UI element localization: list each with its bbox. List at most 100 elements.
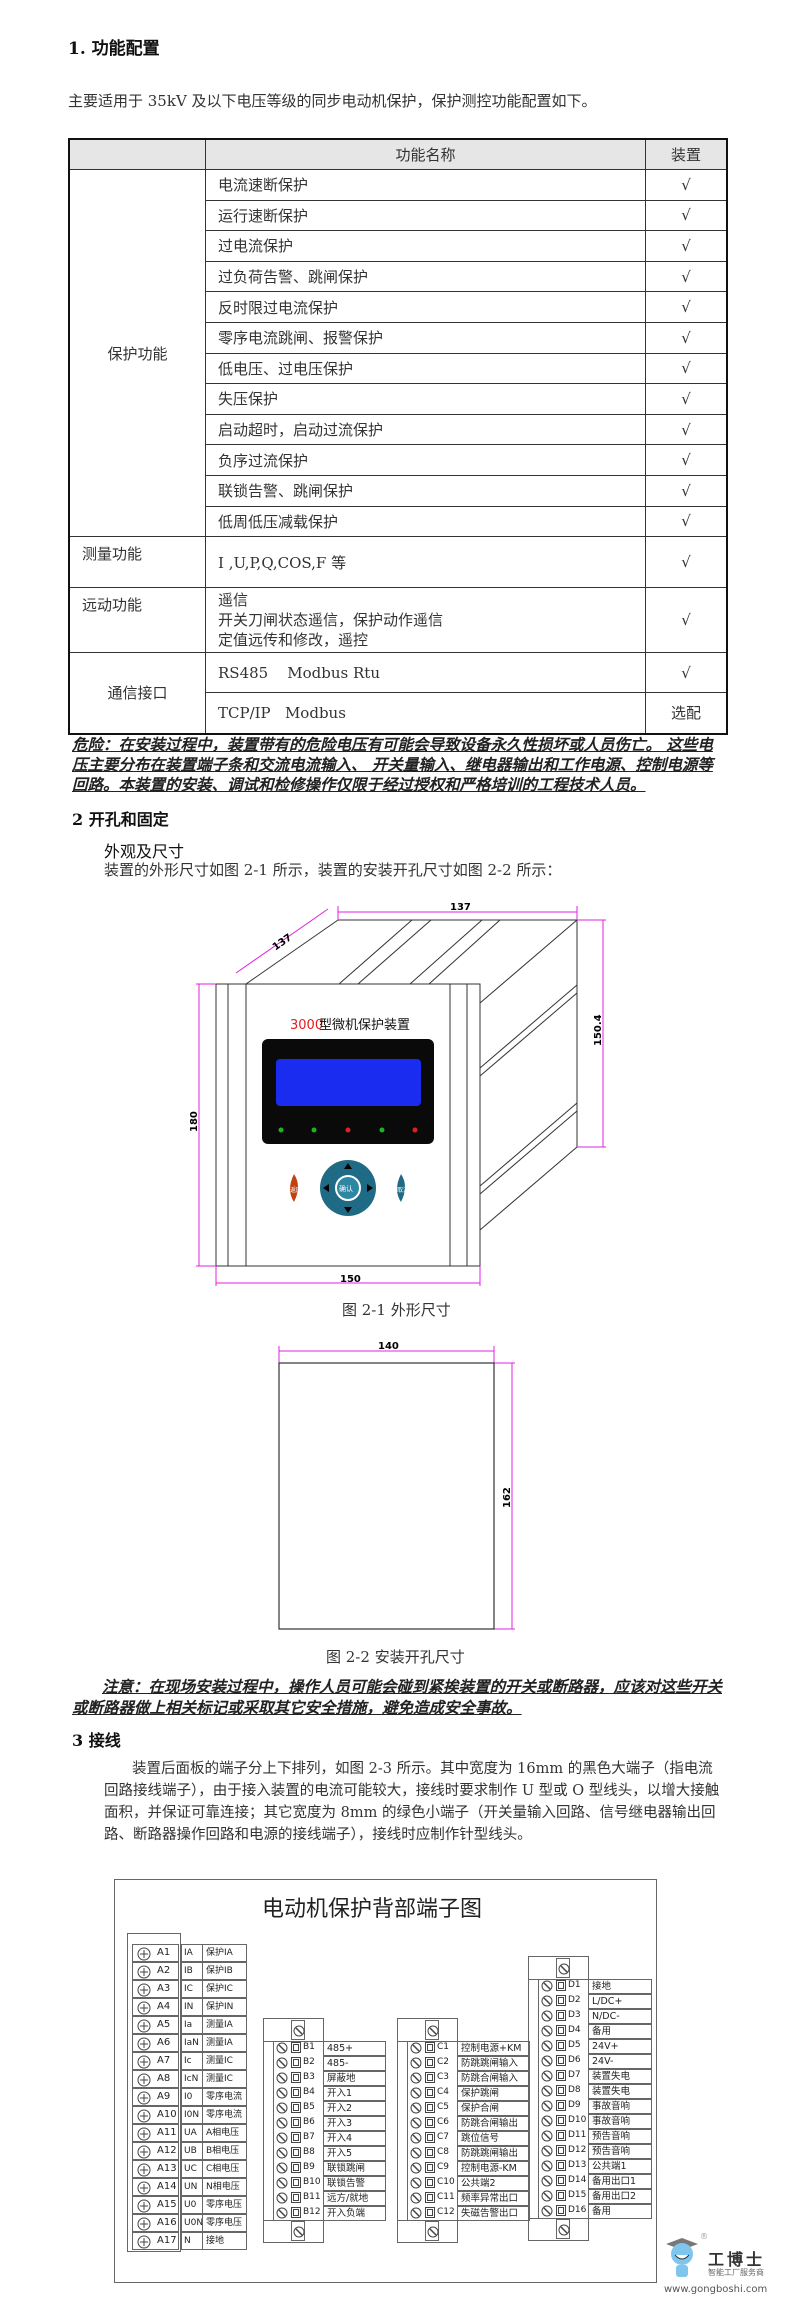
- table-row: 通信接口 RS485 Modbus Rtu √: [68, 652, 728, 735]
- check-mark: √: [645, 505, 728, 538]
- terminal-block-icon: [556, 2145, 566, 2159]
- dim-left: 180: [189, 1111, 200, 1132]
- terminal-d-description: 预告音响: [588, 2144, 652, 2159]
- terminal-a-row: A10: [132, 2106, 179, 2124]
- terminal-signal: N: [184, 2236, 191, 2246]
- terminal-id: B4: [303, 2087, 315, 2097]
- terminal-block-icon: [291, 2177, 301, 2191]
- function-name: 反时限过电流保护: [205, 291, 646, 323]
- check-mark: √: [645, 352, 728, 385]
- dimension-text: 装置的外形尺寸如图 2-1 所示，装置的安装开孔尺寸如图 2-2 所示：: [104, 861, 562, 879]
- screw-icon: [137, 2109, 151, 2126]
- optional-mark: 选配: [645, 692, 728, 735]
- screw-icon: [541, 2145, 553, 2160]
- terminal-a-signal: IN: [181, 1998, 203, 2016]
- terminal-description: 零序电压: [206, 2200, 243, 2210]
- dim-cutout-height: 162: [502, 1487, 513, 1508]
- terminal-id: D2: [568, 1995, 581, 2005]
- screw-icon: [276, 2072, 288, 2087]
- function-config-table: 功能名称 装置 保护功能电流速断保护√运行速断保护√过电流保护√过负荷告警、跳闸…: [68, 138, 728, 735]
- terminal-a-row: A16: [132, 2214, 179, 2232]
- screw-icon: [410, 2192, 422, 2207]
- back-button: [290, 1174, 298, 1202]
- terminal-block-icon: [291, 2192, 301, 2206]
- device-outline-drawing: [215, 919, 578, 1267]
- terminal-signal: I0N: [184, 2110, 200, 2120]
- terminal-description: 接地: [206, 2236, 225, 2246]
- terminal-b-description: 远方/就地: [323, 2191, 386, 2206]
- table-header-row: 功能名称 装置: [68, 138, 728, 170]
- bottom-screw: [291, 2221, 305, 2241]
- remote-line: 定值远传和修改，遥控: [218, 631, 369, 650]
- terminal-id: D11: [568, 2130, 587, 2140]
- terminal-description: 保护IC: [206, 1984, 233, 1994]
- function-name: 低电压、过电压保护: [205, 352, 646, 385]
- table-row: 负序过流保护√: [69, 444, 728, 476]
- terminal-id: D6: [568, 2055, 581, 2065]
- terminal-a-row: A14: [132, 2178, 179, 2196]
- remote-line: 遥信: [218, 591, 249, 610]
- terminal-id: A15: [157, 2199, 177, 2210]
- terminal-id: B12: [303, 2207, 321, 2217]
- terminal-b-row: B7: [263, 2131, 324, 2146]
- terminal-description: 防跳合闸输出: [461, 2118, 519, 2129]
- terminal-description: 联锁跳闸: [327, 2163, 366, 2174]
- terminal-description: 远方/就地: [327, 2193, 369, 2204]
- terminal-d-description: 备用: [588, 2024, 652, 2039]
- arrow-up-icon: [344, 1163, 352, 1169]
- terminal-description: 控制电源+KM: [461, 2043, 522, 2054]
- nav-pad: [320, 1160, 376, 1216]
- terminal-d-description: 事故音响: [588, 2099, 652, 2114]
- terminal-description: 开入5: [327, 2148, 353, 2159]
- terminal-d-row: D15: [528, 2189, 589, 2204]
- terminal-id: C4: [437, 2087, 450, 2097]
- check-mark: √: [645, 444, 728, 476]
- terminal-id: B8: [303, 2147, 315, 2157]
- terminal-id: D13: [568, 2160, 587, 2170]
- screw-icon: [410, 2162, 422, 2177]
- terminal-description: 开入负端: [327, 2208, 366, 2219]
- function-name: 负序过流保护: [205, 444, 646, 476]
- terminal-block-icon: [425, 2072, 435, 2086]
- terminal-d-row: D5: [528, 2039, 589, 2054]
- terminal-signal: I0: [184, 2092, 193, 2102]
- terminal-id: D12: [568, 2145, 587, 2155]
- bottom-screw: [425, 2221, 439, 2241]
- terminal-b-description: 开入1: [323, 2086, 386, 2101]
- header-function-name: 功能名称: [205, 138, 646, 170]
- screw-icon: [541, 2130, 553, 2145]
- terminal-a-signal: I0: [181, 2088, 203, 2106]
- terminal-block-icon: [556, 2085, 566, 2099]
- terminal-block-icon: [556, 2100, 566, 2114]
- terminal-a-row: A5: [132, 2016, 179, 2034]
- terminal-description: 控制电源-KM: [461, 2163, 517, 2174]
- terminal-block-icon: [425, 2207, 435, 2221]
- check-mark: √: [645, 291, 728, 323]
- top-screw: [556, 1958, 570, 1978]
- screw-icon: [276, 2207, 288, 2222]
- table-row: TCP/IP Modbus 选配: [69, 692, 728, 735]
- function-name: I ,U,P,Q,COS,F 等: [205, 536, 646, 589]
- terminal-description: 开入4: [327, 2133, 353, 2144]
- terminal-a-description: 零序电压: [202, 2214, 247, 2232]
- screw-icon: [137, 2037, 151, 2054]
- terminal-block-icon: [556, 2115, 566, 2129]
- terminal-a-description: 测量IA: [202, 2016, 247, 2034]
- status-led: [278, 1127, 284, 1133]
- strip-line: [273, 2041, 275, 2221]
- terminal-id: A14: [157, 2181, 177, 2192]
- terminal-d-description: N/DC-: [588, 2009, 652, 2024]
- terminal-id: B6: [303, 2117, 315, 2127]
- screw-icon: [558, 2224, 570, 2239]
- terminal-id: D9: [568, 2100, 581, 2110]
- terminal-block-icon: [291, 2117, 301, 2131]
- terminal-description: 保护合闸: [461, 2103, 500, 2114]
- terminal-c-description: 防跳跳闸输出: [457, 2146, 530, 2161]
- terminal-description: 防跳跳闸输入: [461, 2058, 519, 2069]
- screw-icon: [410, 2147, 422, 2162]
- terminal-block-icon: [425, 2147, 435, 2161]
- group-measurement: 测量功能: [68, 536, 206, 589]
- terminal-id: A16: [157, 2217, 177, 2228]
- device-model-number: 3000: [290, 1018, 323, 1033]
- status-led: [379, 1127, 385, 1133]
